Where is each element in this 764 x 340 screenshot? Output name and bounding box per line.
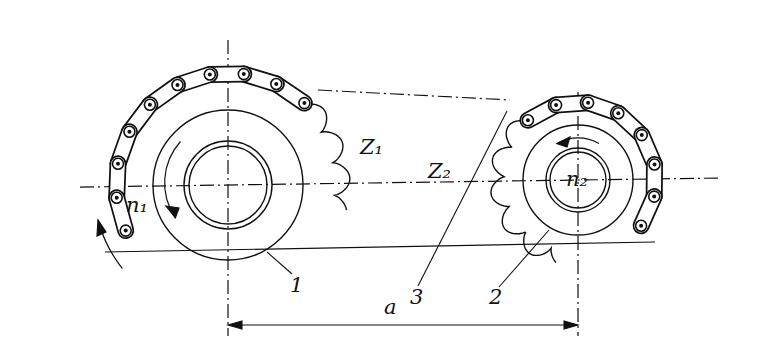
chain-roller <box>172 80 183 91</box>
roller-pin <box>616 111 620 115</box>
leader-line <box>418 111 507 286</box>
shaft-circle <box>184 141 272 229</box>
roller-pin <box>127 130 131 134</box>
chain-roller <box>111 192 122 203</box>
leader-line <box>499 230 549 287</box>
sprocket-teeth-label: Z₁ <box>358 136 385 159</box>
callout-number: 2 <box>487 286 504 309</box>
chain-roller <box>636 130 647 141</box>
roller-pin <box>274 82 278 86</box>
roller-chain <box>111 69 660 237</box>
chain-roller <box>238 69 249 80</box>
chain-run-line <box>105 242 655 252</box>
shaft-circle <box>550 152 606 208</box>
chain-roller <box>120 225 131 236</box>
roller-pin <box>653 163 657 167</box>
center-lines <box>80 40 720 336</box>
roller-pin <box>176 83 180 87</box>
arrowhead <box>564 321 578 329</box>
rotation-arrows <box>97 137 599 269</box>
chain-roller <box>583 97 594 108</box>
dimension <box>228 321 578 329</box>
rotation-arrow <box>165 142 181 218</box>
roller-pin <box>124 229 128 233</box>
sprocket-bodies <box>153 110 633 260</box>
dimension-label: a <box>382 296 399 319</box>
speed-label: n₁ <box>124 194 150 217</box>
center-line <box>227 40 228 336</box>
arrowhead <box>166 206 179 218</box>
chain-roller <box>522 115 533 126</box>
roller-pin <box>652 195 656 199</box>
chain-roller <box>613 108 624 119</box>
center-line <box>577 92 578 336</box>
sprocket-body <box>523 125 633 235</box>
roller-pin <box>115 196 119 200</box>
chain-roller <box>144 99 155 110</box>
tooth-profile <box>491 121 556 263</box>
shaft-circle <box>546 148 610 212</box>
arrowhead <box>228 321 242 329</box>
roller-pin <box>639 224 643 228</box>
rotation-arrow <box>98 220 122 269</box>
roller-pin <box>586 101 590 105</box>
leader-lines <box>267 111 549 287</box>
tooth-profile <box>301 104 350 210</box>
roller-pin <box>554 103 558 107</box>
sprocket-body <box>153 110 303 260</box>
roller-pin <box>116 162 120 166</box>
chain-roller <box>299 98 310 109</box>
callout-number: 1 <box>288 274 305 297</box>
callout-number: 3 <box>408 286 425 309</box>
center-line <box>80 178 720 187</box>
chain-roller <box>649 191 660 202</box>
chain-roller <box>113 158 124 169</box>
chain-roller <box>649 159 660 170</box>
chain-roller <box>204 69 215 80</box>
sprocket-teeth-label: Z₂ <box>426 160 453 183</box>
roller-pin <box>148 103 152 107</box>
leader-line <box>267 252 292 274</box>
dimension-line <box>228 324 578 325</box>
roller-pin <box>208 73 212 77</box>
chain-run-line <box>318 90 510 100</box>
roller-pin <box>526 118 530 122</box>
sprocket-teeth <box>301 104 556 262</box>
speed-label: n₂ <box>564 168 590 191</box>
roller-pin <box>640 133 644 137</box>
chain-roller <box>271 79 282 90</box>
arrowhead <box>97 220 106 236</box>
roller-pin <box>302 101 306 105</box>
chain-roller <box>636 220 647 231</box>
chain-roller <box>551 100 562 111</box>
arrowhead <box>557 137 570 147</box>
shaft-circle <box>189 146 267 224</box>
roller-pin <box>242 72 246 76</box>
chain-roller <box>124 126 135 137</box>
